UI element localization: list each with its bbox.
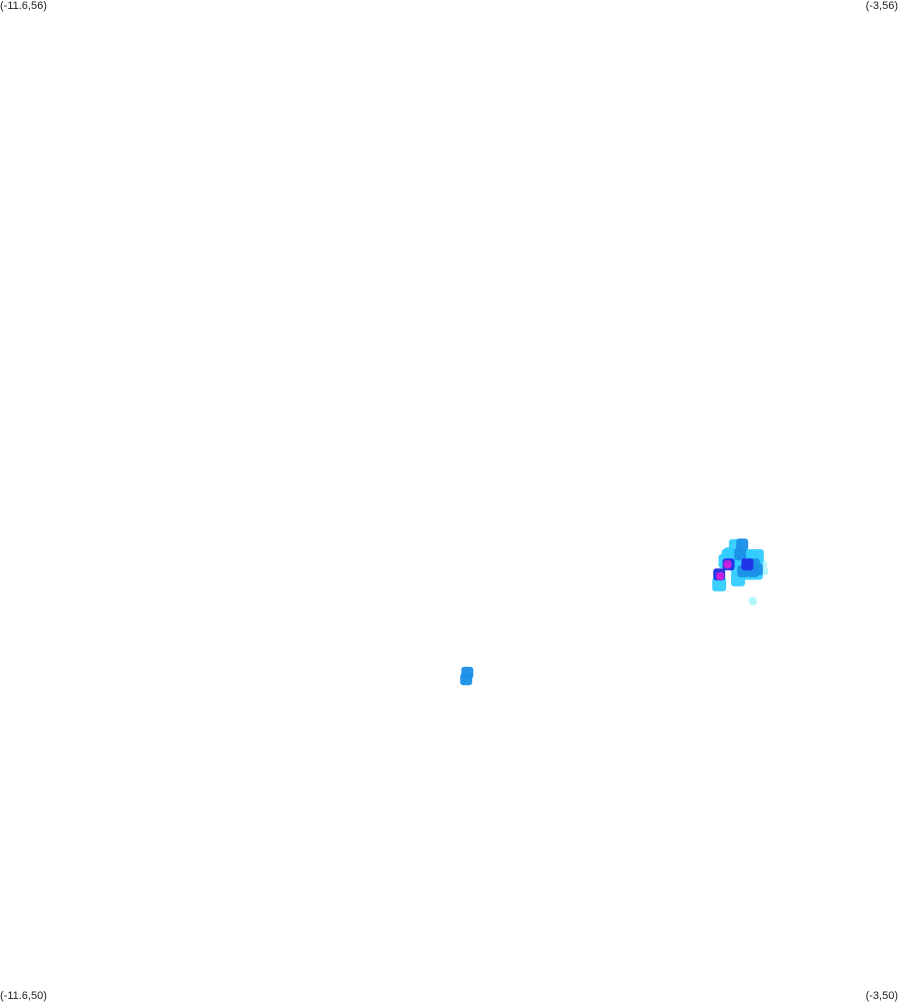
density-cell-very_low [748,597,757,606]
corner-label-top-right: (-3,56) [865,0,898,12]
density-cell-very_high [723,560,732,569]
density-cell-medium [734,548,747,561]
density-cell-high [741,558,754,571]
density-cell-very_high [716,572,725,581]
density-cell-medium [736,538,749,551]
corner-label-top-left: (-11.6,56) [0,0,47,12]
density-cell-medium [460,673,473,686]
density-cell-low [712,577,727,592]
